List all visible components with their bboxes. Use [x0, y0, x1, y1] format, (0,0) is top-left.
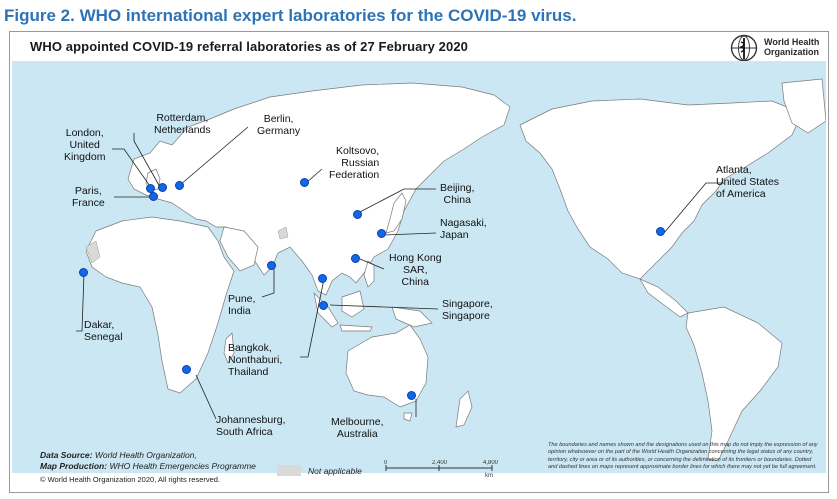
- madagascar-landmass: [223, 332, 235, 364]
- new-guinea-landmass: [391, 306, 433, 328]
- africa-landmass: [85, 216, 235, 394]
- new-zealand-landmass: [455, 390, 473, 428]
- scale-bar: 0 2,400 4,800 km: [382, 460, 502, 480]
- marker-paris[interactable]: [149, 192, 158, 201]
- land-shapes: [76, 78, 826, 462]
- label-berlin: Berlin, Germany: [257, 113, 301, 137]
- marker-bangkok[interactable]: [318, 274, 327, 283]
- label-rotterdam: Rotterdam, Netherlands: [154, 112, 211, 136]
- label-singapore: Singapore, Singapore: [442, 298, 493, 322]
- label-dakar: Dakar, Senegal: [84, 319, 123, 343]
- map-title: WHO appointed COVID-19 referral laborato…: [30, 39, 469, 54]
- marker-beijing[interactable]: [353, 210, 362, 219]
- marker-hongkong[interactable]: [351, 254, 360, 263]
- greenland-landmass: [781, 78, 826, 134]
- marker-nagasaki[interactable]: [377, 229, 386, 238]
- north-america-landmass: [519, 98, 803, 280]
- label-johannesburg: Johannesburg, South Africa: [216, 414, 286, 438]
- leader-lines: [76, 126, 724, 420]
- legend-not-applicable-label: Not applicable: [308, 466, 362, 476]
- marker-atlanta[interactable]: [656, 227, 665, 236]
- label-koltsovo: Koltsovo, Russian Federation: [329, 145, 380, 181]
- scale-tick-1: 2,400: [432, 460, 448, 466]
- map-frame: WHO appointed COVID-19 referral laborato…: [9, 31, 829, 493]
- legend-not-applicable-swatch: [277, 465, 301, 476]
- label-pune: Pune, India: [228, 293, 256, 317]
- arabia-landmass: [219, 226, 259, 272]
- label-london: London, United Kingdom: [64, 127, 106, 163]
- label-bangkok: Bangkok, Nonthaburi, Thailand: [228, 342, 283, 378]
- label-melbourne: Melbourne, Australia: [331, 416, 384, 440]
- label-hongkong: Hong Kong SAR, China: [389, 252, 442, 288]
- copyright: © World Health Organization 2020, All ri…: [40, 475, 221, 484]
- scale-tick-2: 4,800: [483, 460, 499, 466]
- label-beijing: Beijing, China: [440, 182, 475, 206]
- south-america-landmass: [685, 306, 783, 462]
- scale-tick-0: 0: [384, 460, 388, 466]
- figure-title: Figure 2. WHO international expert labor…: [4, 6, 577, 25]
- marker-melbourne[interactable]: [407, 391, 416, 400]
- eurasia-landmass: [127, 82, 511, 296]
- marker-rotterdam[interactable]: [158, 183, 167, 192]
- label-paris: Paris, France: [72, 185, 105, 209]
- disclaimer-text: The boundaries and names shown and the d…: [548, 442, 818, 471]
- marker-johannesburg[interactable]: [182, 365, 191, 374]
- australia-landmass: [345, 324, 429, 408]
- label-nagasaki: Nagasaki, Japan: [440, 217, 487, 241]
- marker-dakar[interactable]: [79, 268, 88, 277]
- who-emblem-icon: [730, 34, 758, 62]
- label-atlanta: Atlanta, United States of America: [716, 164, 780, 200]
- central-america-landmass: [639, 278, 689, 318]
- java-landmass: [339, 324, 373, 332]
- kashmir-na: [277, 226, 289, 240]
- marker-singapore[interactable]: [319, 301, 328, 310]
- borneo-landmass: [341, 290, 365, 318]
- marker-pune[interactable]: [267, 261, 276, 270]
- footer-credits: Data Source: World Health Organization, …: [40, 450, 256, 484]
- tasmania-landmass: [403, 412, 413, 422]
- japan-landmass: [385, 192, 407, 234]
- scale-unit: km: [485, 473, 493, 479]
- western-sahara-na: [85, 240, 101, 264]
- world-map: London, United Kingdom Paris, France Rot…: [12, 61, 826, 473]
- marker-koltsovo[interactable]: [300, 178, 309, 187]
- marker-berlin[interactable]: [175, 181, 184, 190]
